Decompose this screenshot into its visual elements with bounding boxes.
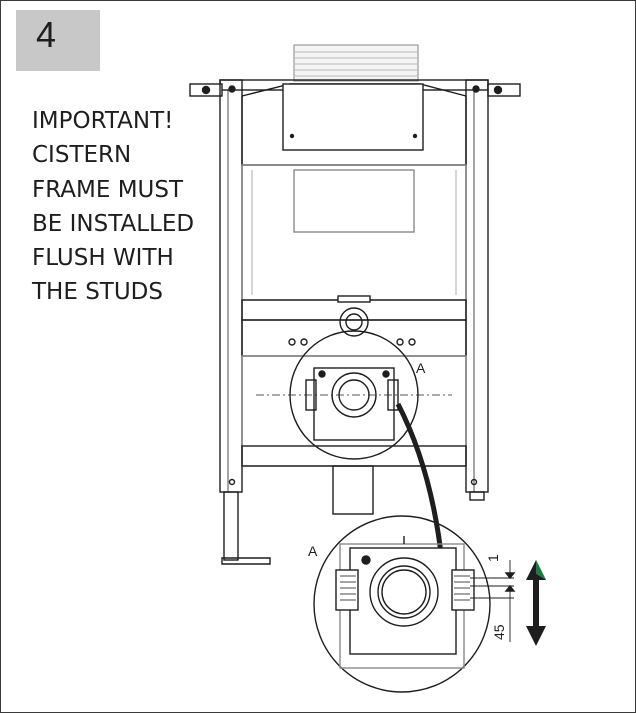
warning-line: FLUSH WITH xyxy=(32,245,174,272)
flush-box xyxy=(293,44,419,82)
detail-circle-zoom xyxy=(313,515,516,693)
adjust-arrow-icon xyxy=(526,560,546,646)
warning-line: CISTERN xyxy=(32,142,132,169)
detail-label-main: A xyxy=(416,360,426,376)
detail-circle-main xyxy=(256,330,452,460)
dimension-bottom-label: 45 xyxy=(491,624,507,640)
step-number: 4 xyxy=(36,14,57,55)
warning-line: THE STUDS xyxy=(32,279,163,306)
step-number-box xyxy=(16,10,100,71)
detail-label-zoom: A xyxy=(308,543,318,559)
dimension-top-label: 1 xyxy=(485,554,501,562)
cistern-frame xyxy=(189,79,521,565)
warning-line: FRAME MUST xyxy=(32,176,184,203)
warning-text: IMPORTANT! CISTERN FRAME MUST BE INSTALL… xyxy=(32,104,212,310)
warning-line: IMPORTANT! xyxy=(32,108,174,134)
warning-line: BE INSTALLED xyxy=(32,210,195,237)
